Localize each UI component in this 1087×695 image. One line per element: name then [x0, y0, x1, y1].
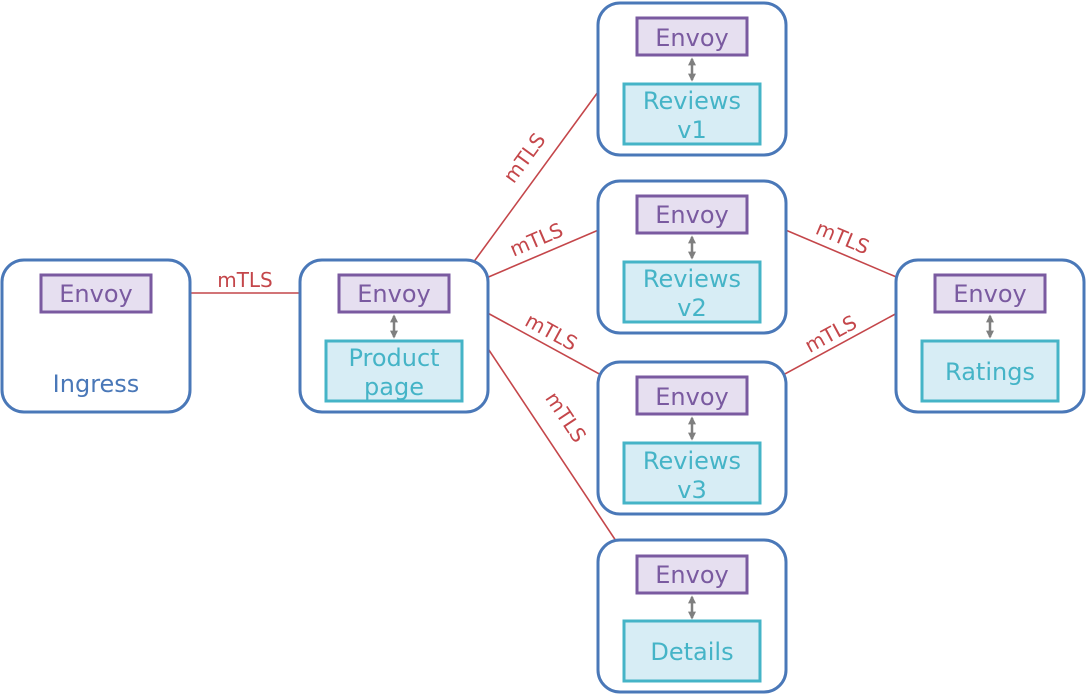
service-label-reviews-v2-line2: v2: [677, 294, 706, 322]
pod-ingress: Envoy Ingress: [0, 258, 192, 414]
envoy-proxy-productpage[interactable]: [337, 273, 451, 314]
envoy-proxy-reviews-v2[interactable]: [635, 194, 749, 235]
service-label-productpage-line2: page: [364, 373, 424, 401]
service-reviews-v3[interactable]: [622, 441, 762, 505]
envoy-proxy-reviews-v3[interactable]: [635, 375, 749, 416]
envoy-label-reviews-v1: Envoy: [655, 24, 728, 52]
envoy-proxy-reviews-v1[interactable]: [635, 16, 749, 57]
edge-label-ingress-productpage: mTLS: [217, 268, 273, 292]
service-productpage[interactable]: [324, 339, 464, 403]
service-label-reviews-v1-line2: v1: [677, 116, 706, 144]
envoy-label-reviews-v2: Envoy: [655, 201, 728, 229]
envoy-proxy-details[interactable]: [635, 554, 749, 595]
service-label-reviews-v2-line1: Reviews: [643, 265, 741, 293]
pod-ratings: Envoy Ratings: [894, 258, 1086, 414]
envoy-proxy-ingress[interactable]: [39, 273, 153, 314]
envoy-label-ingress: Envoy: [59, 280, 132, 308]
service-label-ratings: Ratings: [945, 358, 1035, 386]
service-label-reviews-v3-line1: Reviews: [643, 447, 741, 475]
pod-details: Envoy Details: [596, 538, 788, 694]
connections: mTLS mTLS mTLS mTLS mTLS mTLS mTLS: [152, 39, 936, 572]
service-label-reviews-v1-line1: Reviews: [643, 87, 741, 115]
edge-label-reviews-v3-ratings: mTLS: [801, 310, 861, 358]
service-reviews-v2[interactable]: [622, 260, 762, 324]
service-reviews-v1[interactable]: [622, 82, 762, 146]
service-label-productpage-line1: Product: [348, 344, 439, 372]
envoy-label-productpage: Envoy: [357, 280, 430, 308]
service-label-details: Details: [650, 638, 733, 666]
envoy-label-reviews-v3: Envoy: [655, 383, 728, 411]
service-details[interactable]: [622, 619, 762, 683]
envoy-label-details: Envoy: [655, 561, 728, 589]
envoy-label-ratings: Envoy: [953, 280, 1026, 308]
ingress-label: Ingress: [53, 370, 140, 398]
service-label-reviews-v3-line2: v3: [677, 476, 706, 504]
edge-label-reviews-v2-ratings: mTLS: [812, 216, 873, 260]
envoy-proxy-ratings[interactable]: [933, 273, 1047, 314]
pod-productpage: Envoy Product page: [298, 258, 490, 414]
pod-reviews-v3: Envoy Reviews v3: [596, 360, 788, 516]
service-ratings[interactable]: [920, 339, 1060, 403]
pod-reviews-v1: Envoy Reviews v1: [596, 1, 788, 157]
edge-label-productpage-reviews-v1: mTLS: [498, 128, 550, 187]
edge-label-productpage-reviews-v2: mTLS: [506, 218, 567, 262]
pod-reviews-v2: Envoy Reviews v2: [596, 179, 788, 335]
